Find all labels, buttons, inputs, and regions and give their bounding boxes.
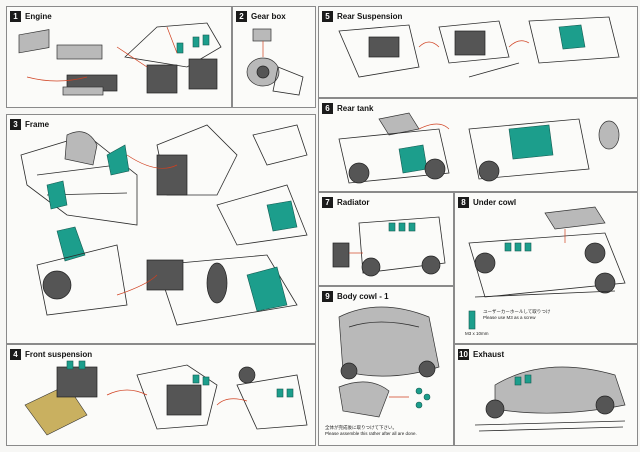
radiator-illustration <box>332 216 446 277</box>
step-title: Rear tank <box>337 103 374 113</box>
step-number: 4 <box>10 348 21 360</box>
step-number: 7 <box>322 196 333 208</box>
exhaust-illustration <box>474 366 626 432</box>
cowl-note-jp: 全体が完成後に取りつけて下さい。 <box>325 425 398 430</box>
rear-suspension-illustration <box>338 16 620 78</box>
step-4-front-suspension: 4 Front suspension <box>6 344 316 446</box>
step-number: 2 <box>236 10 247 22</box>
rear-tank-illustration <box>338 112 620 184</box>
screw-part-size: M3 x 10mm <box>465 331 489 336</box>
under-cowl-illustration <box>468 206 626 330</box>
step-title: Front suspension <box>25 349 93 359</box>
engine-illustration <box>18 22 222 96</box>
step-number: 9 <box>322 290 333 302</box>
step-title: Under cowl <box>473 197 517 207</box>
screw-note-jp: ユーザーカーホールして取りつけ <box>483 309 551 314</box>
step-3-frame: 3 Frame <box>6 114 316 344</box>
step-7-radiator: 7 Radiator <box>318 192 454 286</box>
frame-illustration <box>20 124 308 326</box>
step-1-engine: 1 Engine <box>6 6 232 108</box>
step-number: 6 <box>322 102 333 114</box>
step-number: 8 <box>458 196 469 208</box>
step-5-rear-suspension: 5 Rear Suspension <box>318 6 638 98</box>
step-9-body-cowl-1: 9 Body cowl - 1 全体が完成後に取りつけて下さい。 Please a… <box>318 286 454 446</box>
step-8-under-cowl: 8 Under cowl ユーザーカーホールして取りつけ Please use M… <box>454 192 638 344</box>
step-number: 1 <box>10 10 21 22</box>
step-number: 10 <box>458 348 469 360</box>
step-title: Radiator <box>337 197 370 207</box>
body-cowl-illustration <box>338 306 440 418</box>
step-2-gear-box: 2 Gear box <box>232 6 316 108</box>
step-number: 3 <box>10 118 21 130</box>
step-title: Frame <box>25 119 50 129</box>
step-title: Rear Suspension <box>337 11 403 21</box>
step-title: Gear box <box>251 11 286 21</box>
step-title: Body cowl - 1 <box>337 291 389 301</box>
step-title: Exhaust <box>473 349 505 359</box>
screw-note-en: Please use M3 as a screw <box>483 315 536 320</box>
step-10-exhaust: 10 Exhaust <box>454 344 638 446</box>
front-suspension-illustration <box>24 360 308 436</box>
gear-box-illustration <box>246 28 304 96</box>
step-number: 5 <box>322 10 333 22</box>
step-title: Engine <box>25 11 52 21</box>
cowl-note-en: Please assemble this rather after all ar… <box>325 431 417 436</box>
step-6-rear-tank: 6 Rear tank <box>318 98 638 192</box>
